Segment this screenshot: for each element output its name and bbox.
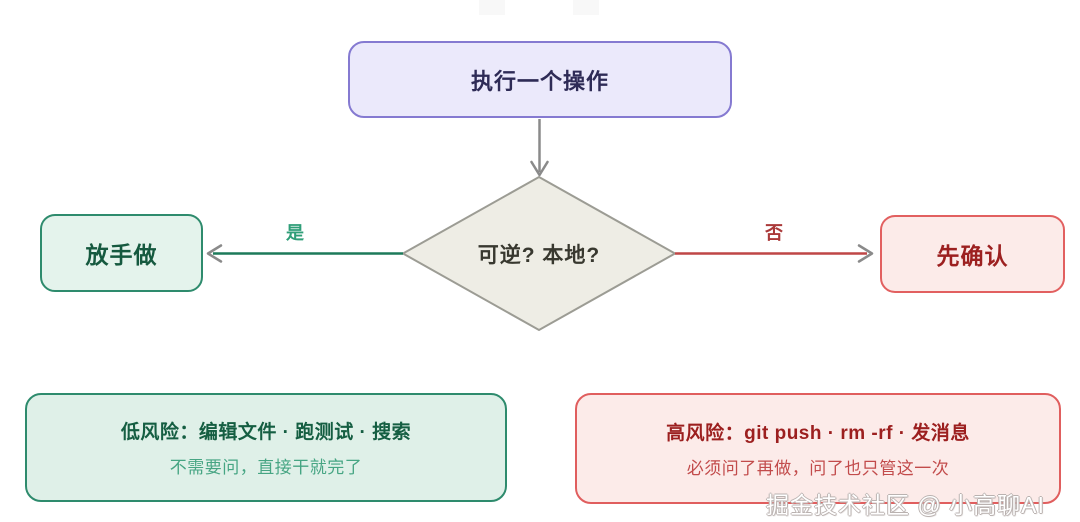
arrowhead-down-icon — [530, 160, 549, 177]
high-risk-subtitle: 必须问了再做，问了也只管这一次 — [686, 459, 950, 478]
start-node-label: 执行一个操作 — [470, 68, 609, 94]
arrowhead-right-icon — [857, 244, 874, 263]
no-result-node: 先确认 — [880, 215, 1065, 293]
low-risk-note: 低风险：编辑文件 · 跑测试 · 搜索 不需要问，直接干就完了 — [25, 393, 507, 502]
low-risk-subtitle: 不需要问，直接干就完了 — [169, 458, 363, 477]
low-risk-title: 低风险：编辑文件 · 跑测试 · 搜索 — [120, 422, 412, 443]
high-risk-title: 高风险：git push · rm -rf · 发消息 — [666, 423, 970, 444]
no-result-label: 先确认 — [936, 243, 1009, 269]
decision-node: 可逆? 本地? — [403, 177, 675, 330]
decision-node-label: 可逆? 本地? — [477, 243, 601, 267]
edge-label-no: 否 — [765, 223, 783, 243]
yes-result-node: 放手做 — [40, 214, 203, 292]
cropped-text-artifact — [479, 0, 505, 15]
watermark: 掘金技术社区 @ 小高聊AI — [766, 492, 1045, 518]
yes-result-label: 放手做 — [85, 242, 158, 268]
edge-label-yes: 是 — [286, 223, 304, 243]
cropped-text-artifact — [573, 0, 599, 15]
arrowhead-left-icon — [206, 244, 223, 263]
start-node: 执行一个操作 — [348, 41, 732, 118]
high-risk-note: 高风险：git push · rm -rf · 发消息 必须问了再做，问了也只管… — [575, 393, 1061, 504]
decision-diamond-shape — [400, 175, 678, 332]
